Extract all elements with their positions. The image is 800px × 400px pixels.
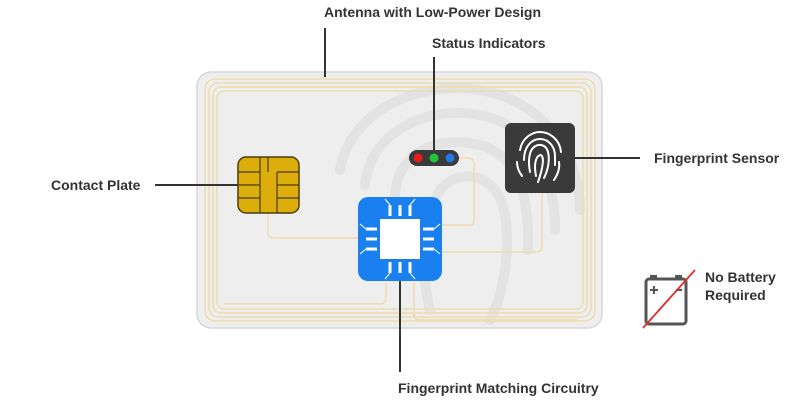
status-indicators-label: Status Indicators [432,35,546,51]
contact-plate-label: Contact Plate [51,177,141,193]
no-battery-label: No Battery Required [705,268,776,304]
status-indicators-icon [409,150,459,166]
leader-lines [155,28,640,372]
fingerprint-sensor-icon [505,123,575,193]
circuit-traces [224,157,578,321]
contact-plate-icon [237,156,300,214]
led-blue [445,153,455,163]
led-red [413,153,423,163]
matching-chip-icon [358,197,442,281]
led-green [429,153,439,163]
no-battery-line1: No Battery [705,269,776,285]
no-battery-line2: Required [705,287,766,303]
fingerprint-sensor-label: Fingerprint Sensor [654,150,780,166]
matching-circuitry-label: Fingerprint Matching Circuitry [398,380,599,396]
battery-crossed-icon [642,269,696,329]
antenna-label: Antenna with Low-Power Design [324,4,542,20]
